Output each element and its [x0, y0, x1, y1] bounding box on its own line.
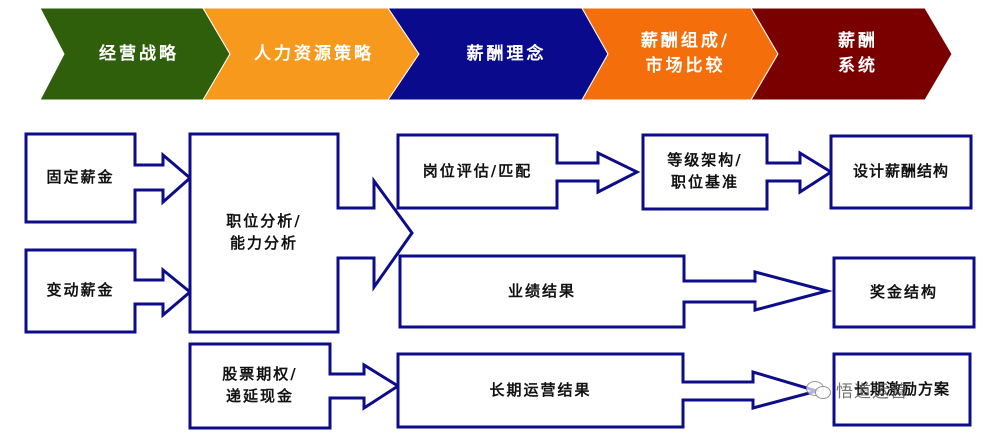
long-term-results-callout [396, 352, 823, 429]
stock-options-callout [188, 342, 401, 430]
stage-chevron-pay-composition [581, 7, 779, 101]
process-banner [39, 7, 953, 101]
job-evaluation-callout [396, 133, 641, 210]
variable-pay-callout [24, 248, 193, 334]
stage-chevron-business-strategy [39, 7, 231, 101]
stage-chevron-hr-strategy [202, 7, 420, 101]
design-pay-structure-box [829, 134, 973, 210]
watermark: 悟道运营 [806, 377, 908, 402]
wechat-icon [806, 380, 832, 400]
bonus-structure-box [832, 256, 976, 329]
stage-chevron-pay-philosophy [387, 7, 609, 101]
stage-chevron-pay-system [750, 7, 953, 101]
long-term-incentive-box [832, 352, 972, 427]
watermark-text: 悟道运营 [836, 382, 908, 402]
job-analysis-callout [188, 132, 414, 334]
fixed-pay-callout [24, 132, 193, 224]
performance-results-callout [398, 254, 833, 329]
grade-structure-callout [641, 133, 834, 211]
